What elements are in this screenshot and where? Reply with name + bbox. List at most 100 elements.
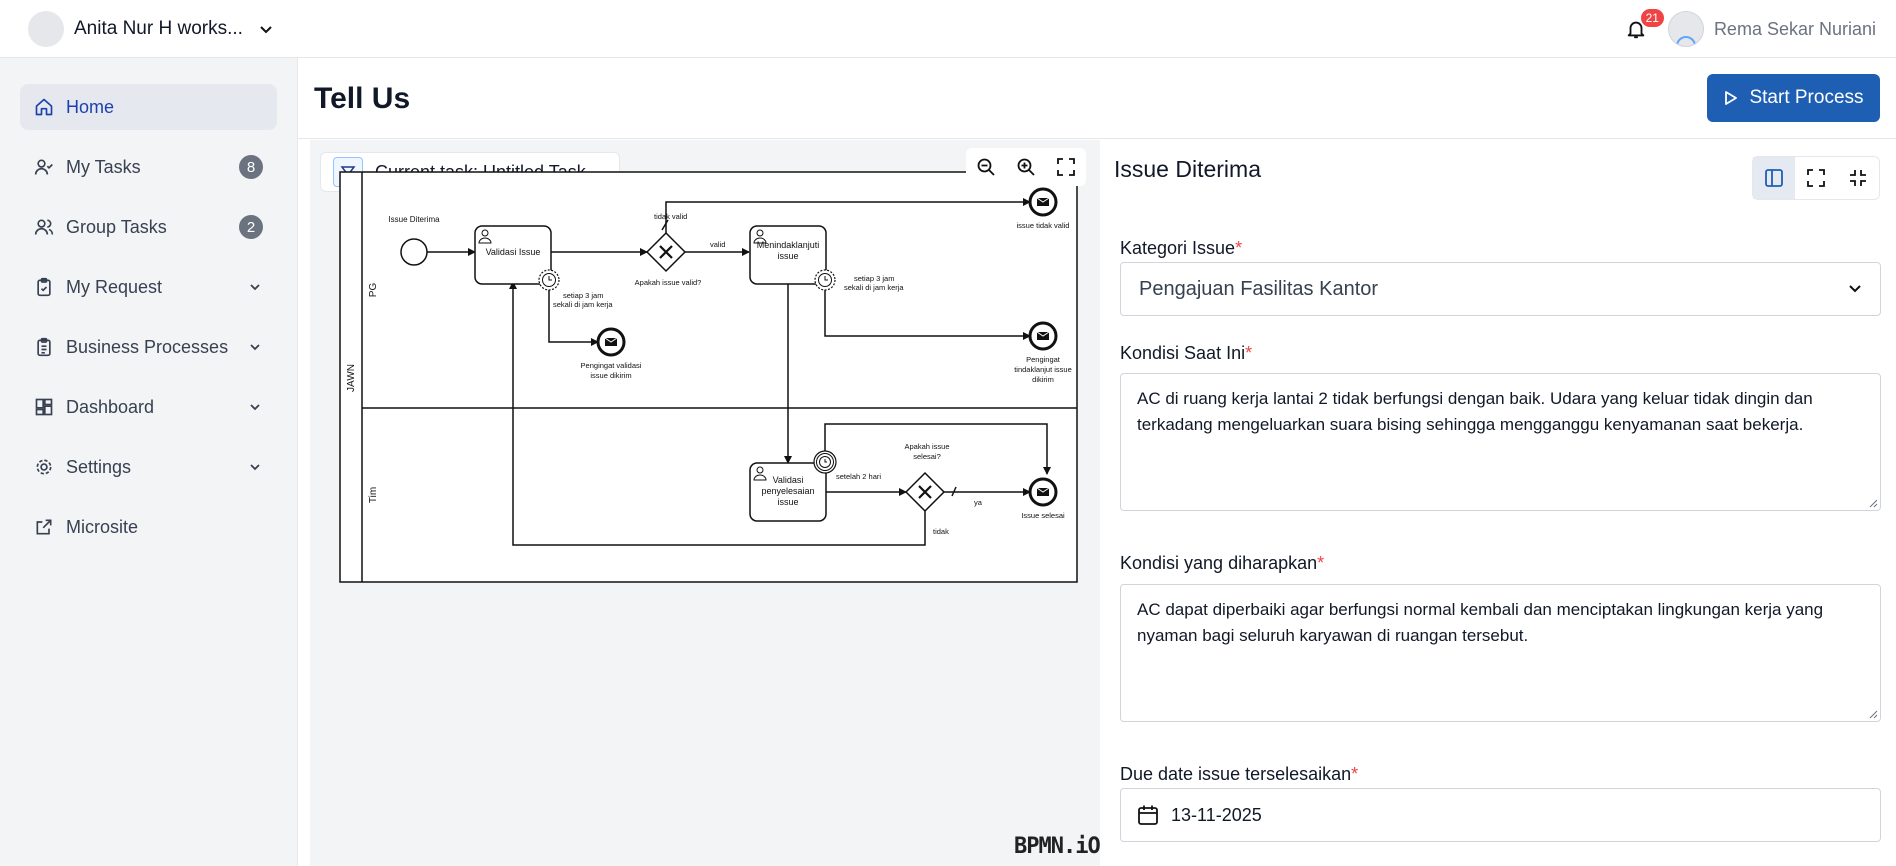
fullscreen-button[interactable] [1046, 148, 1086, 186]
required-mark: * [1351, 764, 1359, 784]
due-date-label: Due date issue terselesaikan* [1120, 764, 1358, 785]
kondisi-diharapkan-textarea[interactable]: AC dapat diperbaiki agar berfungsi norma… [1120, 584, 1881, 722]
notification-count-badge: 21 [1640, 9, 1664, 27]
timer-label: setiap 3 jam [854, 274, 894, 283]
end-event-label: Pengingat validasi [581, 361, 642, 370]
start-process-button[interactable]: Start Process [1707, 74, 1880, 122]
user-name[interactable]: Rema Sekar Nuriani [1713, 18, 1876, 39]
end-event-issue-selesai[interactable] [1028, 477, 1058, 507]
notification-button[interactable]: 21 [1622, 9, 1664, 43]
end-event-issue-tidak-valid[interactable] [1028, 187, 1058, 217]
sidebar-item-home[interactable]: Home [20, 84, 277, 130]
task-validasi-penyelesaian[interactable] [749, 462, 827, 522]
gear-icon [34, 457, 54, 477]
kategori-issue-select[interactable]: Pengajuan Fasilitas Kantor [1120, 262, 1881, 316]
sidebar-item-my-tasks[interactable]: My Tasks 8 [20, 144, 277, 190]
split-view-button[interactable] [1753, 157, 1795, 199]
sidebar-item-label: Group Tasks [66, 216, 167, 237]
chevron-down-icon [247, 401, 263, 413]
bpmn-diagram-panel[interactable]: Current task: Untitled Task JAWN PG Tim [310, 140, 1100, 866]
home-icon [34, 97, 54, 117]
bpmn-diagram[interactable]: JAWN PG Tim Issue Diterima Validasi Issu… [310, 140, 1100, 866]
textarea-line: terkadang mengeluarkan suara bising sehi… [1137, 415, 1804, 434]
sidebar-item-settings[interactable]: Settings [20, 444, 277, 490]
sidebar-item-dashboard[interactable]: Dashboard [20, 384, 277, 430]
flow-label: ya [974, 498, 983, 507]
sidebar-item-label: Home [66, 96, 115, 117]
clipboard-list-icon [34, 337, 54, 357]
pool-label: JAWN [346, 364, 357, 392]
top-bar: Anita Nur H works... 21 Rema Sekar Nuria… [0, 0, 1896, 58]
sidebar-item-group-tasks[interactable]: Group Tasks 2 [20, 204, 277, 250]
task-validasi-issue[interactable] [474, 225, 552, 285]
fullscreen-icon [1057, 158, 1075, 176]
collapse-button[interactable] [1837, 157, 1879, 199]
user-task-icon [753, 466, 767, 481]
start-event[interactable] [400, 238, 428, 266]
sidebar-item-my-request[interactable]: My Request [20, 264, 277, 310]
default-flow-mark [951, 486, 957, 497]
collapse-icon [1850, 170, 1866, 186]
sidebar-item-microsite[interactable]: Microsite [20, 504, 277, 550]
end-event-label: dikirim [1032, 375, 1054, 384]
required-mark: * [1235, 238, 1243, 258]
end-event-label: issue tidak valid [1017, 221, 1070, 230]
zoom-out-icon [977, 158, 995, 176]
expand-button[interactable] [1795, 157, 1837, 199]
chevron-down-icon [247, 341, 263, 353]
timer-label: setiap 3 jam [563, 291, 603, 300]
required-mark: * [1245, 343, 1253, 363]
avatar[interactable] [1667, 11, 1704, 47]
task-label: issue [777, 251, 798, 261]
kondisi-saat-ini-textarea[interactable]: AC di ruang kerja lantai 2 tidak berfung… [1120, 373, 1881, 511]
sidebar-item-label: Dashboard [66, 396, 155, 417]
end-event-pengingat-tindaklanjut[interactable] [1028, 321, 1058, 351]
timer-label: sekali di jam kerja [553, 300, 613, 309]
flow-label: tidak [933, 527, 949, 536]
due-date-input[interactable]: 13-11-2025 [1120, 788, 1881, 842]
page-title: Tell Us [314, 82, 411, 115]
sidebar-item-label: My Tasks [66, 156, 141, 177]
calendar-icon [1137, 804, 1159, 826]
timer-boundary-icon [538, 269, 560, 291]
end-event-label: Issue selesai [1021, 511, 1065, 520]
task-menindaklanjuti[interactable] [749, 225, 827, 285]
external-link-icon [34, 517, 54, 537]
gateway-label: Apakah issue [904, 442, 949, 451]
chevron-down-icon [1848, 278, 1862, 301]
timer-boundary-icon [813, 450, 837, 474]
bell-icon [1627, 21, 1645, 39]
sidebar-item-business-processes[interactable]: Business Processes [20, 324, 277, 370]
resize-handle-icon[interactable] [1868, 709, 1878, 719]
user-check-icon [34, 157, 54, 177]
diagram-zoom-toolbar [966, 148, 1086, 186]
textarea-line: nyaman bagi seluruh karyawan di ruangan … [1137, 626, 1529, 645]
end-event-label: Pengingat [1026, 355, 1061, 364]
chevron-down-icon [259, 22, 273, 36]
textarea-line: AC di ruang kerja lantai 2 tidak berfung… [1137, 389, 1813, 408]
play-icon [1723, 90, 1739, 106]
zoom-out-button[interactable] [966, 148, 1006, 186]
lane-label-pg: PG [368, 283, 379, 298]
task-label: Menindaklanjuti [757, 240, 820, 250]
x-icon [659, 245, 673, 259]
end-event-pengingat-validasi[interactable] [596, 327, 626, 357]
kategori-issue-label: Kategori Issue* [1120, 238, 1242, 259]
chevron-down-icon [247, 281, 263, 293]
zoom-in-button[interactable] [1006, 148, 1046, 186]
end-event-label: tindaklanjut issue [1014, 365, 1072, 374]
lane-label-tim: Tim [368, 487, 379, 503]
x-icon [918, 485, 932, 499]
textarea-line: AC dapat diperbaiki agar berfungsi norma… [1137, 600, 1824, 619]
task-label: Validasi Issue [486, 247, 541, 257]
workspace-switcher[interactable]: Anita Nur H works... [28, 10, 273, 47]
flow-label: tidak valid [654, 212, 687, 221]
users-icon [34, 217, 54, 237]
sidebar-item-label: Microsite [66, 516, 139, 537]
bpmn-io-logo[interactable]: BPMN.iO [1014, 834, 1100, 859]
timer-label: sekali di jam kerja [844, 283, 904, 292]
label-text: Kondisi Saat Ini [1120, 343, 1246, 363]
gateway-label: Apakah issue valid? [635, 278, 702, 287]
flow-label: valid [710, 240, 725, 249]
resize-handle-icon[interactable] [1868, 498, 1878, 508]
